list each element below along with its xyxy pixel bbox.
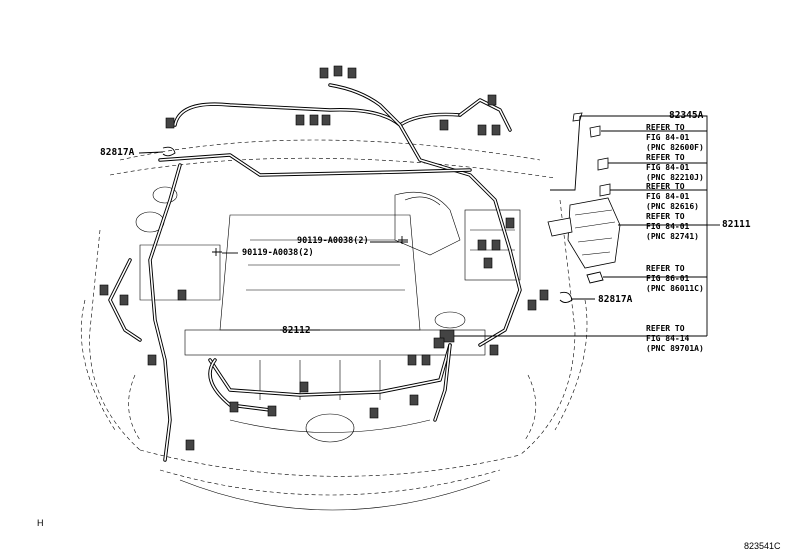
diagram-id: 823541C (744, 541, 781, 551)
part-label-82111: 82111 (722, 219, 751, 230)
part-label-82112: 82112 (282, 325, 311, 336)
leader-lines (138, 115, 720, 337)
part-label-bolt-lower: 90119-A0038(2) (242, 248, 314, 258)
clips (162, 112, 611, 303)
part-label-bolt-upper: 90119-A0038(2) (297, 236, 369, 246)
engine-components (135, 186, 521, 400)
footer-code: H (37, 518, 44, 528)
main-harness (108, 83, 522, 462)
part-label-82817a-left: 82817A (100, 147, 135, 158)
relay-block-82111 (547, 197, 621, 269)
car-body-outline (80, 139, 588, 511)
part-label-82345a: 82345A (669, 110, 704, 121)
connectors (99, 65, 549, 451)
part-label-82817a-right: 82817A (598, 294, 633, 305)
